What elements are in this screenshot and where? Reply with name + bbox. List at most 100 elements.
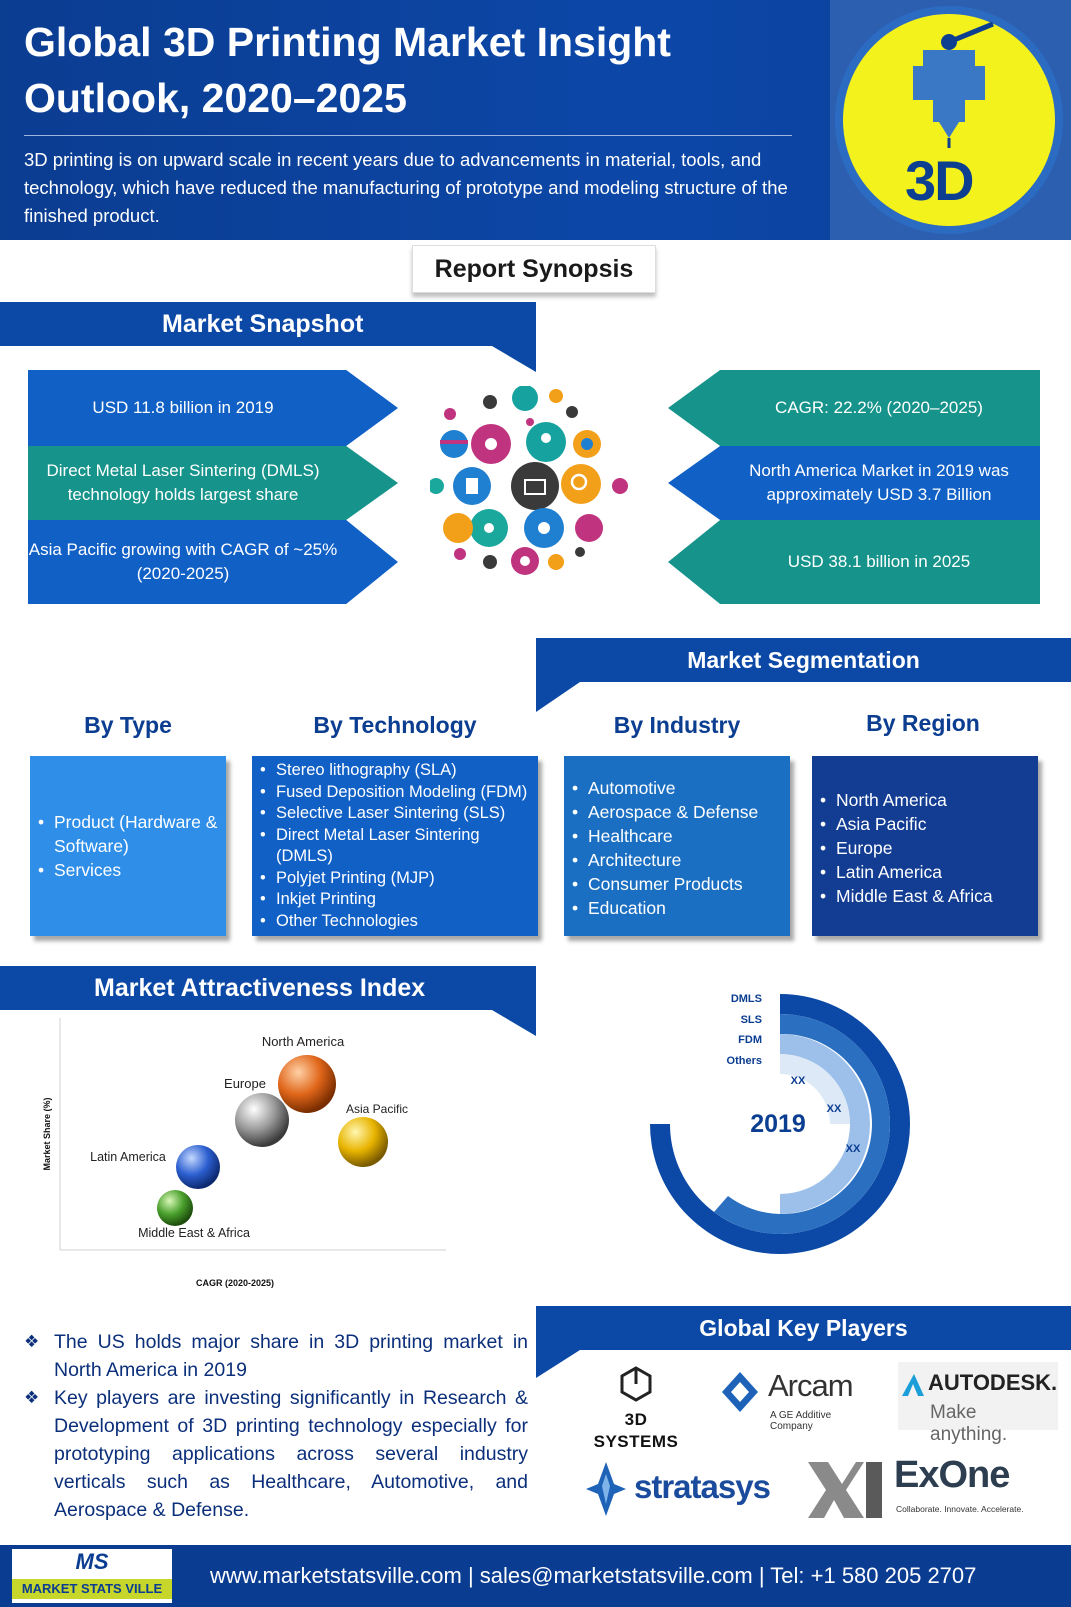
- bubble-asia-pacific: [338, 1117, 388, 1167]
- list-item: Selective Laser Sintering (SLS): [252, 803, 538, 825]
- by-region-heading: By Region: [866, 710, 980, 736]
- ring-label-others: Others: [727, 1055, 762, 1067]
- ring-center-year: 2019: [750, 1110, 806, 1138]
- page-description: 3D printing is on upward scale in recent…: [24, 149, 788, 226]
- list-item: Education: [564, 896, 790, 920]
- by-industry-heading: By Industry: [613, 712, 741, 738]
- list-item: Architecture: [564, 848, 790, 872]
- by-type-heading: By Type: [84, 712, 172, 738]
- banner-fold: [492, 1010, 536, 1036]
- ring-label-fdm: FDM: [738, 1034, 762, 1046]
- bubble-label-europe: Europe: [224, 1076, 266, 1091]
- list-item: North America: [812, 788, 1038, 812]
- 3d-systems-cube-icon: [620, 1366, 652, 1402]
- report-synopsis-label: Report Synopsis: [412, 245, 656, 293]
- 3d-printer-logo: [835, 6, 1063, 234]
- page-title: Global 3D Printing Market Insight Outloo…: [24, 19, 671, 121]
- by-type-list: Product (Hardware & Software) Services: [30, 756, 226, 936]
- key-findings-list: The US holds major share in 3D printing …: [24, 1328, 528, 1524]
- list-item: Automotive: [564, 776, 790, 800]
- footer-contact-info[interactable]: www.marketstatsville.com | sales@markets…: [210, 1563, 977, 1588]
- stratasys-star-icon: [586, 1462, 626, 1516]
- list-item: The US holds major share in 3D printing …: [24, 1328, 528, 1384]
- bubble-europe: [235, 1093, 289, 1147]
- ring-sls: [714, 1014, 890, 1234]
- 3d-systems-name: 3D SYSTEMS: [593, 1410, 679, 1451]
- by-technology-heading: By Technology: [313, 712, 477, 738]
- autodesk-name: AUTODESK.: [928, 1370, 1058, 1395]
- banner-fold: [536, 682, 580, 712]
- title-divider: [24, 135, 792, 136]
- bubble-label-middle-east-africa: Middle East & Africa: [138, 1226, 250, 1240]
- arcam-tagline: A GE Additive Company: [770, 1410, 832, 1432]
- list-item: Inkjet Printing: [252, 889, 538, 911]
- exone-name: ExOne: [894, 1454, 1010, 1496]
- logo-company-name: MARKET STATS VILLE: [12, 1579, 172, 1599]
- snapshot-fact-2025-size: USD 38.1 billion in 2025: [668, 520, 1040, 604]
- list-item: Other Technologies: [252, 911, 538, 933]
- logo-3d-text: 3D: [905, 149, 975, 212]
- snapshot-fact-cagr: CAGR: 22.2% (2020–2025): [668, 370, 1040, 446]
- ring-fdm: [780, 1034, 870, 1214]
- ring-value-fdm: XX: [791, 1075, 806, 1087]
- technology-share-ring-chart: DMLS SLS FDM Others XX XX XX 2019: [650, 993, 910, 1254]
- snapshot-fact-apac: Asia Pacific growing with CAGR of ~25% (…: [28, 520, 398, 604]
- bubble-middle-east-africa: [157, 1190, 193, 1226]
- snapshot-fact-north-america: North America Market in 2019 was approxi…: [668, 446, 1040, 520]
- bubble-north-america: [278, 1055, 336, 1113]
- ring-value-dmls: XX: [846, 1143, 861, 1155]
- x-axis-label: CAGR (2020-2025): [196, 1278, 274, 1288]
- ring-label-sls: SLS: [741, 1014, 762, 1026]
- list-item: Product (Hardware & Software): [30, 810, 226, 858]
- bubble-latin-america: [176, 1145, 220, 1189]
- by-industry-list: Automotive Aerospace & Defense Healthcar…: [564, 756, 790, 936]
- list-item: Stereo lithography (SLA): [252, 760, 538, 782]
- list-item: Asia Pacific: [812, 812, 1038, 836]
- list-item: Key players are investing significantly …: [24, 1384, 528, 1524]
- footer-bar: [0, 1545, 1071, 1607]
- handshake-icon: [443, 513, 473, 543]
- exone-x1-icon: [808, 1462, 882, 1518]
- arcam-name: Arcam: [768, 1368, 854, 1403]
- ring-label-dmls: DMLS: [731, 993, 762, 1005]
- banner-fold: [492, 346, 536, 372]
- list-item: Consumer Products: [564, 872, 790, 896]
- pentagon-icon: [575, 514, 603, 542]
- attractiveness-bubble-chart: Market Share (%) CAGR (2020-2025) North …: [42, 1018, 446, 1288]
- network-icon: [512, 386, 538, 411]
- list-item: Services: [30, 858, 226, 882]
- list-item: Fused Deposition Modeling (FDM): [252, 782, 538, 804]
- market-segmentation-banner: Market Segmentation: [536, 638, 1071, 682]
- snapshot-fact-dmls: Direct Metal Laser Sintering (DMLS) tech…: [28, 446, 398, 520]
- banner-fold: [536, 1350, 580, 1378]
- printer-head-icon: [913, 21, 994, 148]
- stratasys-name: stratasys: [634, 1468, 771, 1505]
- autodesk-logo: AUTODESK. Make anything.: [898, 1362, 1058, 1445]
- exone-tagline: Collaborate. Innovate. Accelerate.: [896, 1504, 1024, 1514]
- stratasys-logo: stratasys: [584, 1456, 776, 1522]
- by-technology-list: Stereo lithography (SLA) Fused Depositio…: [252, 756, 538, 936]
- y-axis-label: Market Share (%): [42, 1097, 52, 1170]
- business-icon-cluster: [430, 386, 628, 575]
- global-key-players-banner: Global Key Players: [536, 1306, 1071, 1350]
- list-item: Aerospace & Defense: [564, 800, 790, 824]
- list-item: Europe: [812, 836, 1038, 860]
- autodesk-tagline: Make anything.: [930, 1402, 1008, 1445]
- arcam-diamond-icon: [722, 1372, 758, 1412]
- analytics-icon: [511, 462, 559, 510]
- list-item: Polyjet Printing (MJP): [252, 868, 538, 890]
- ring-value-sls: XX: [827, 1103, 842, 1115]
- 3d-systems-logo: 3D SYSTEMS: [580, 1364, 692, 1451]
- bubble-label-latin-america: Latin America: [90, 1150, 166, 1164]
- arcam-logo: Arcam A GE Additive Company: [720, 1364, 874, 1432]
- search-icon: [561, 464, 601, 504]
- snapshot-fact-2019-size: USD 11.8 billion in 2019: [28, 370, 398, 446]
- logo-ms-mark: MS: [75, 1549, 109, 1574]
- market-attractiveness-banner: Market Attractiveness Index: [0, 966, 536, 1010]
- bubble-label-asia-pacific: Asia Pacific: [346, 1102, 408, 1116]
- list-item: Middle East & Africa: [812, 884, 1038, 908]
- list-item: Healthcare: [564, 824, 790, 848]
- exone-logo: ExOne Collaborate. Innovate. Accelerate.: [804, 1454, 1040, 1526]
- bubble-label-north-america: North America: [262, 1034, 345, 1049]
- by-region-list: North America Asia Pacific Europe Latin …: [812, 756, 1038, 936]
